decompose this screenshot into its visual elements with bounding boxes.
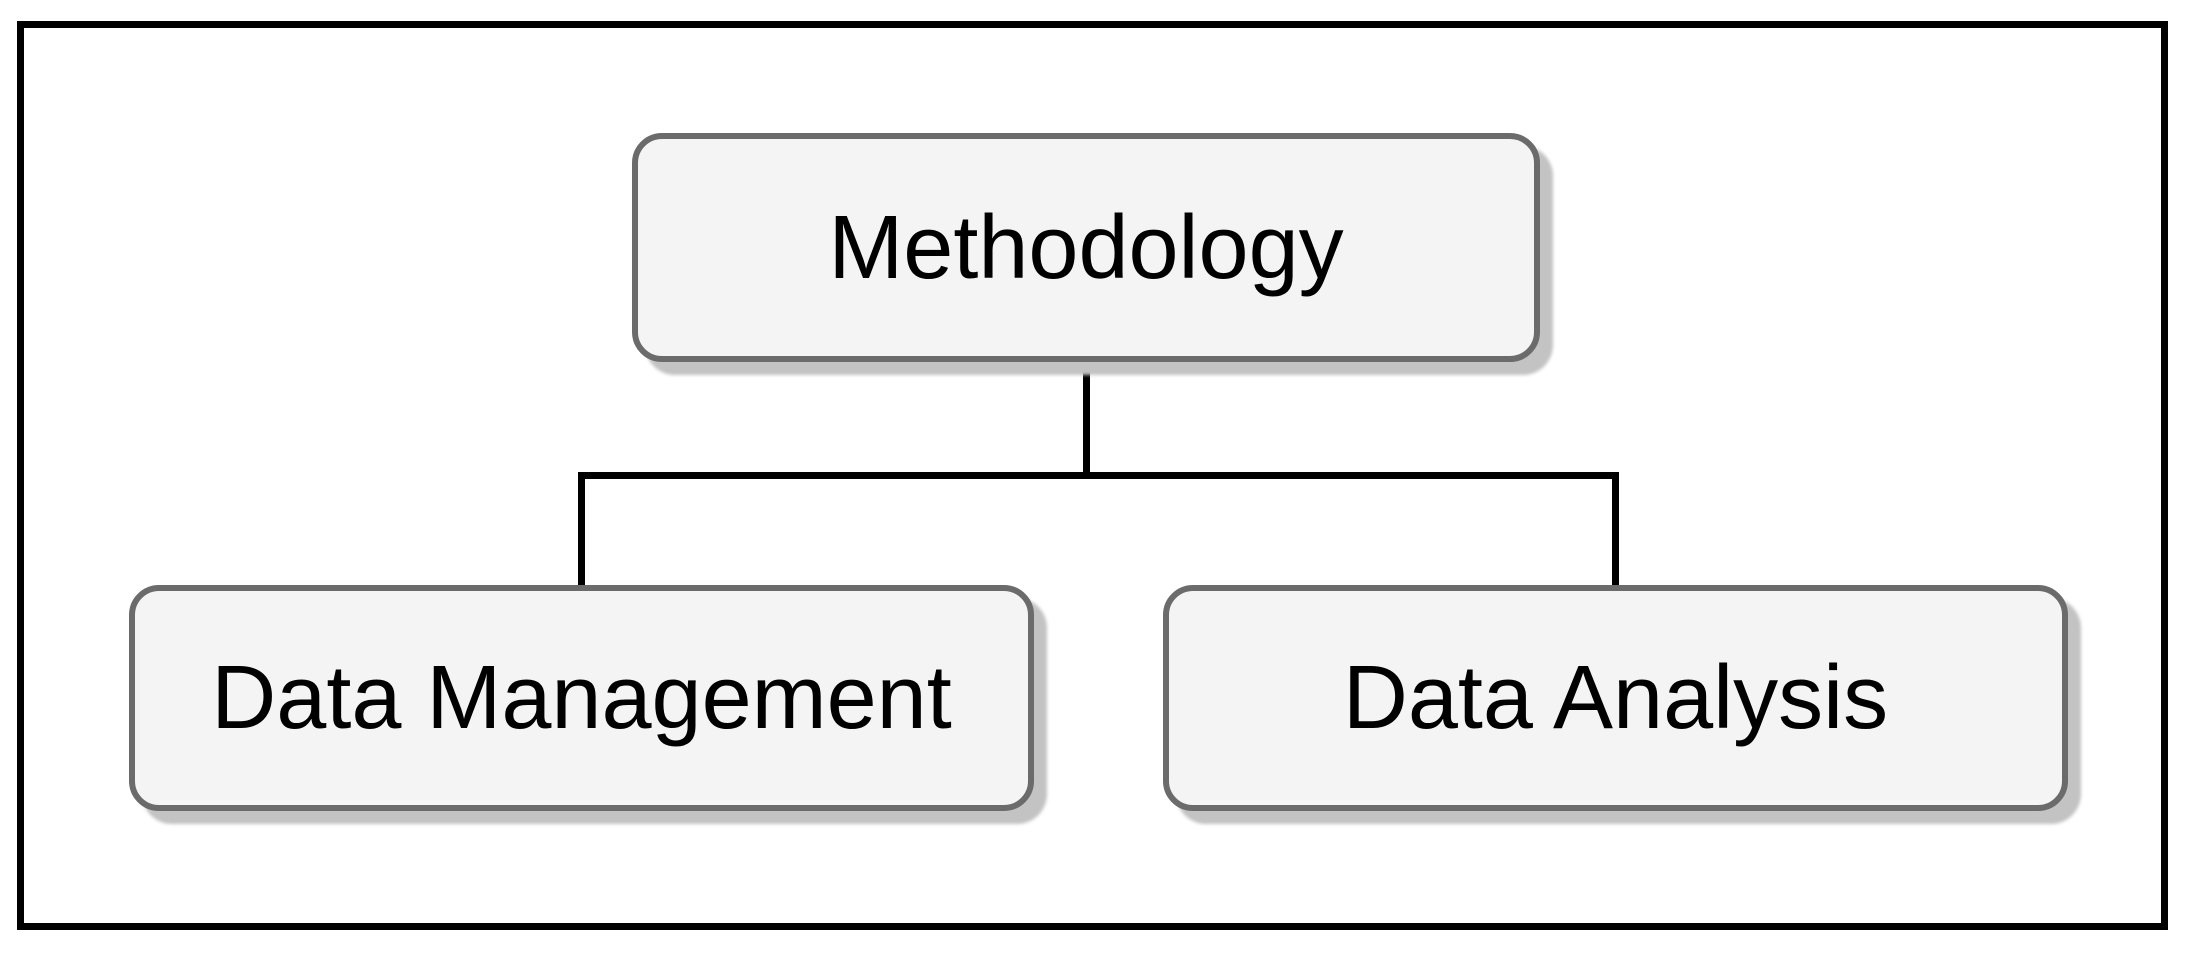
node-data-analysis: Data Analysis — [1163, 585, 2068, 811]
diagram-frame — [17, 21, 2168, 930]
node-methodology: Methodology — [632, 133, 1540, 362]
node-data-analysis-label: Data Analysis — [1342, 648, 1889, 748]
node-data-management: Data Management — [129, 585, 1034, 811]
connector-drop-data-management — [578, 472, 585, 588]
connector-methodology-stem — [1083, 360, 1090, 479]
node-data-management-label: Data Management — [211, 648, 952, 748]
connector-horizontal-rail — [578, 472, 1619, 479]
node-methodology-label: Methodology — [828, 197, 1344, 298]
connector-drop-data-analysis — [1612, 472, 1619, 588]
